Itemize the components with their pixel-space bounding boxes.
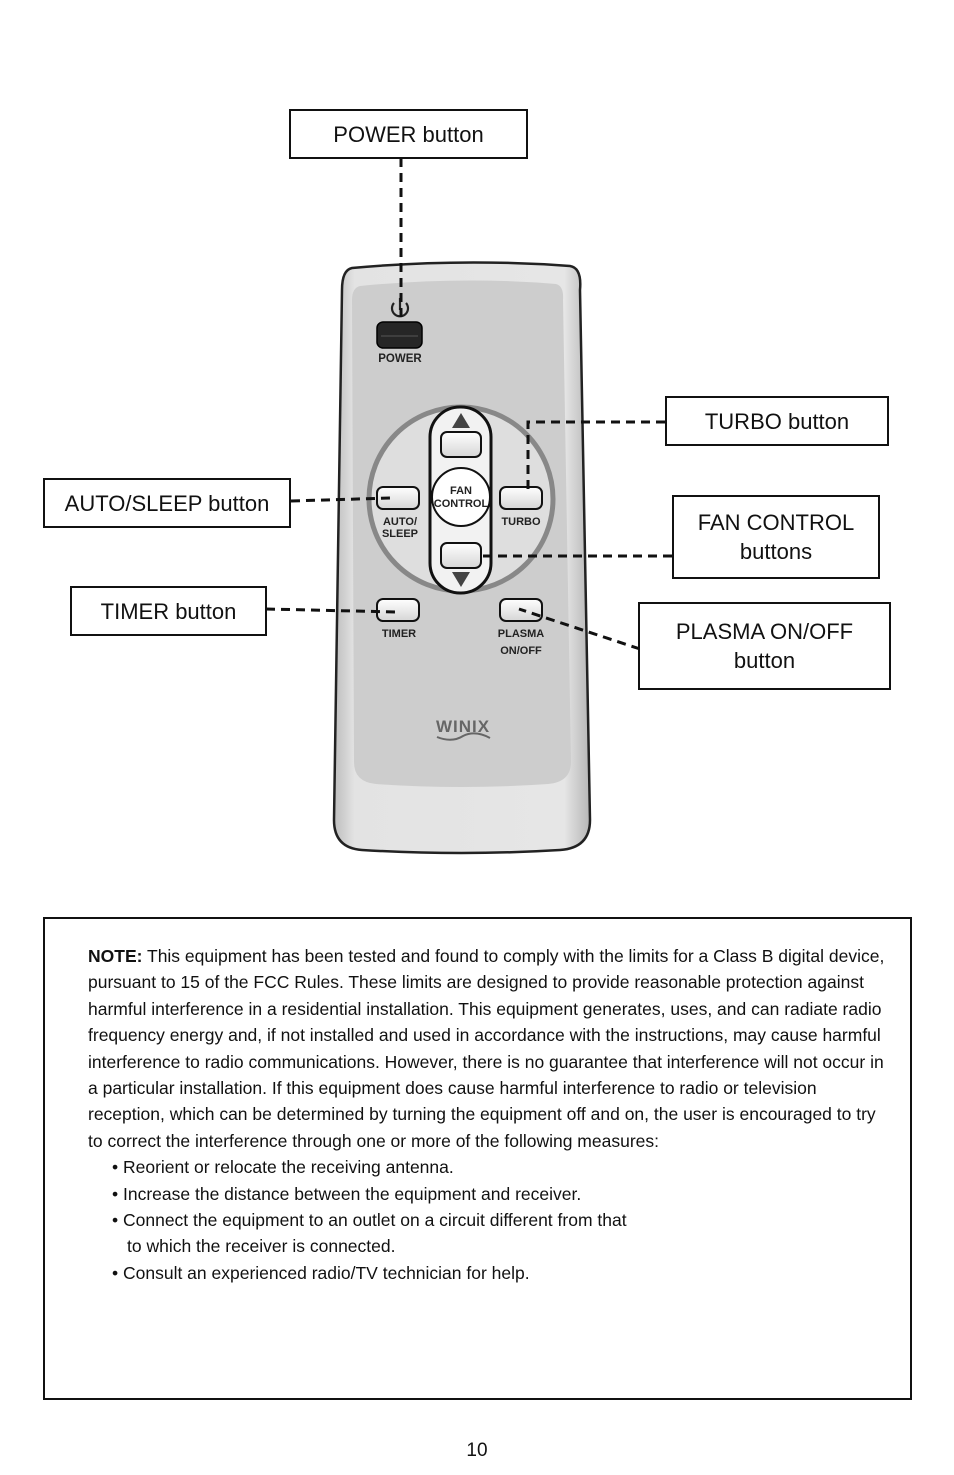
- fan-control-callout-line1: FAN CONTROL: [697, 510, 855, 535]
- auto-label-line2: SLEEP: [382, 528, 418, 540]
- plasma-leader-line: [518, 607, 641, 651]
- svg-text:WINIX: WINIX: [436, 717, 490, 736]
- turbo-callout: TURBO button: [665, 396, 889, 446]
- fan-control-up-button[interactable]: [440, 431, 482, 458]
- plasma-callout: PLASMA ON/OFF button: [638, 602, 891, 690]
- fan-up-arrow-icon: [452, 413, 470, 428]
- plasma-label-line2: ON/OFF: [500, 645, 542, 657]
- timer-leader-line: [265, 607, 398, 614]
- note-bullet-3: • Connect the equipment to an outlet on …: [88, 1207, 888, 1260]
- power-label: POWER: [378, 353, 422, 365]
- turbo-leader-line: [526, 420, 665, 493]
- note-bullet-3-text: • Connect the equipment to an outlet on …: [112, 1210, 627, 1231]
- fan-label-line2: CONTROL: [434, 498, 489, 510]
- note-bullet-4: • Consult an experienced radio/TV techni…: [112, 1262, 530, 1283]
- timer-callout-text: TIMER button: [100, 598, 237, 624]
- turbo-callout-text: TURBO button: [704, 408, 850, 434]
- fcc-note-text: NOTE: This equipment has been tested and…: [88, 943, 888, 1286]
- timer-callout: TIMER button: [70, 586, 267, 636]
- fan-down-arrow-icon: [452, 572, 470, 587]
- power-callout: POWER button: [289, 109, 528, 159]
- turbo-button[interactable]: [499, 486, 543, 510]
- page-number: 10: [466, 1440, 488, 1461]
- plasma-callout-line2: button: [733, 648, 796, 673]
- remote-control-diagram: POWER FAN CONTROL AUTO/ SLEEP TURBO TIME…: [265, 158, 672, 855]
- fan-control-down-button[interactable]: [440, 542, 482, 569]
- plasma-label-line1: PLASMA: [498, 628, 545, 640]
- note-bullet-1: • Reorient or relocate the receiving ant…: [112, 1157, 454, 1178]
- note-bullet-list: • Reorient or relocate the receiving ant…: [88, 1154, 888, 1286]
- timer-label: TIMER: [382, 628, 416, 640]
- power-callout-text: POWER button: [333, 121, 484, 147]
- fan-control-center: FAN CONTROL: [431, 467, 491, 527]
- fan-control-callout: FAN CONTROL buttons: [672, 495, 880, 579]
- note-bullet-3-continuation: to which the receiver is connected.: [127, 1236, 396, 1257]
- plasma-callout-line1: PLASMA ON/OFF: [675, 619, 854, 644]
- auto-sleep-callout: AUTO/SLEEP button: [43, 478, 291, 528]
- auto-sleep-button[interactable]: [376, 486, 420, 510]
- leader-lines: [265, 158, 672, 651]
- note-heading: NOTE:: [88, 946, 143, 966]
- fan-label-line1: FAN: [450, 485, 472, 497]
- fan-control-callout-line2: buttons: [739, 539, 813, 564]
- turbo-label: TURBO: [501, 516, 541, 528]
- winix-logo: WINIX: [436, 717, 491, 741]
- fcc-note-box: NOTE: This equipment has been tested and…: [43, 917, 912, 1400]
- note-bullet-2: • Increase the distance between the equi…: [112, 1183, 582, 1204]
- note-body: This equipment has been tested and found…: [88, 946, 885, 1151]
- power-button[interactable]: [376, 321, 423, 349]
- auto-sleep-callout-text: AUTO/SLEEP button: [64, 490, 270, 516]
- auto-sleep-leader-line: [290, 496, 392, 503]
- timer-button[interactable]: [376, 598, 420, 622]
- auto-label-line1: AUTO/: [383, 516, 417, 528]
